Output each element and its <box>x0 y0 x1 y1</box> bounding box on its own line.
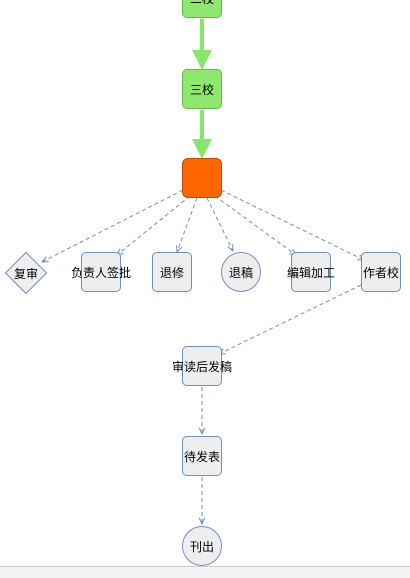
edge-center-to-edit <box>214 195 296 255</box>
edge-center-to-manager <box>117 195 191 255</box>
edge-center-to-recheck <box>42 189 184 262</box>
node-edit-process[interactable]: 编辑加工 <box>287 252 335 292</box>
node-published-label: 刊出 <box>189 539 214 554</box>
node-third-proof[interactable]: 三校 <box>182 69 222 109</box>
edge-author-to-review <box>219 284 362 354</box>
node-recheck[interactable]: 复审 <box>4 251 48 295</box>
node-review-publish[interactable]: 审读后发稿 <box>172 346 232 386</box>
node-recheck-label: 复审 <box>13 266 38 281</box>
edge-center-to-reject <box>206 197 233 251</box>
edge-center-to-author <box>220 189 364 260</box>
node-reject-label: 退稿 <box>228 265 253 280</box>
node-center[interactable] <box>182 158 222 198</box>
node-author-proof[interactable]: 作者校 <box>361 252 401 292</box>
node-reject[interactable]: 退稿 <box>221 252 261 292</box>
node-manager-approve[interactable]: 负责人签批 <box>71 252 131 292</box>
node-second-proof[interactable]: 二校 <box>182 0 222 18</box>
node-manager-approve-label: 负责人签批 <box>71 265 132 280</box>
node-review-publish-label: 审读后发稿 <box>172 359 233 374</box>
node-second-proof-label: 二校 <box>190 0 214 7</box>
bottom-status-bar <box>0 566 410 578</box>
node-author-proof-label: 作者校 <box>362 265 399 280</box>
node-third-proof-label: 三校 <box>189 82 214 97</box>
node-published[interactable]: 刊出 <box>182 526 222 566</box>
node-pending-publish[interactable]: 待发表 <box>182 436 222 476</box>
edge-center-to-return <box>177 197 198 252</box>
node-return-revise[interactable]: 退修 <box>152 252 192 292</box>
node-return-revise-label: 退修 <box>159 265 184 280</box>
node-pending-publish-label: 待发表 <box>183 449 220 464</box>
node-edit-process-label: 编辑加工 <box>287 265 336 280</box>
